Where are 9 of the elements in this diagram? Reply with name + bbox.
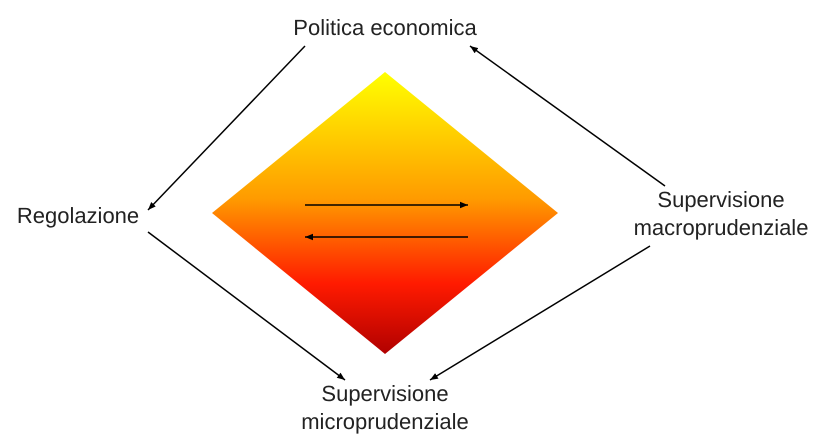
arrow xyxy=(470,45,666,187)
corner-label: Politica economica xyxy=(280,14,490,42)
corner-label: Regolazione xyxy=(8,202,148,230)
corner-label: Supervisione microprudenziale xyxy=(300,380,470,436)
arrow xyxy=(430,245,650,381)
arrow xyxy=(147,45,306,211)
corner-label: Supervisione macroprudenziale xyxy=(625,186,817,242)
arrow xyxy=(148,231,346,381)
diamond-shape xyxy=(212,72,558,354)
